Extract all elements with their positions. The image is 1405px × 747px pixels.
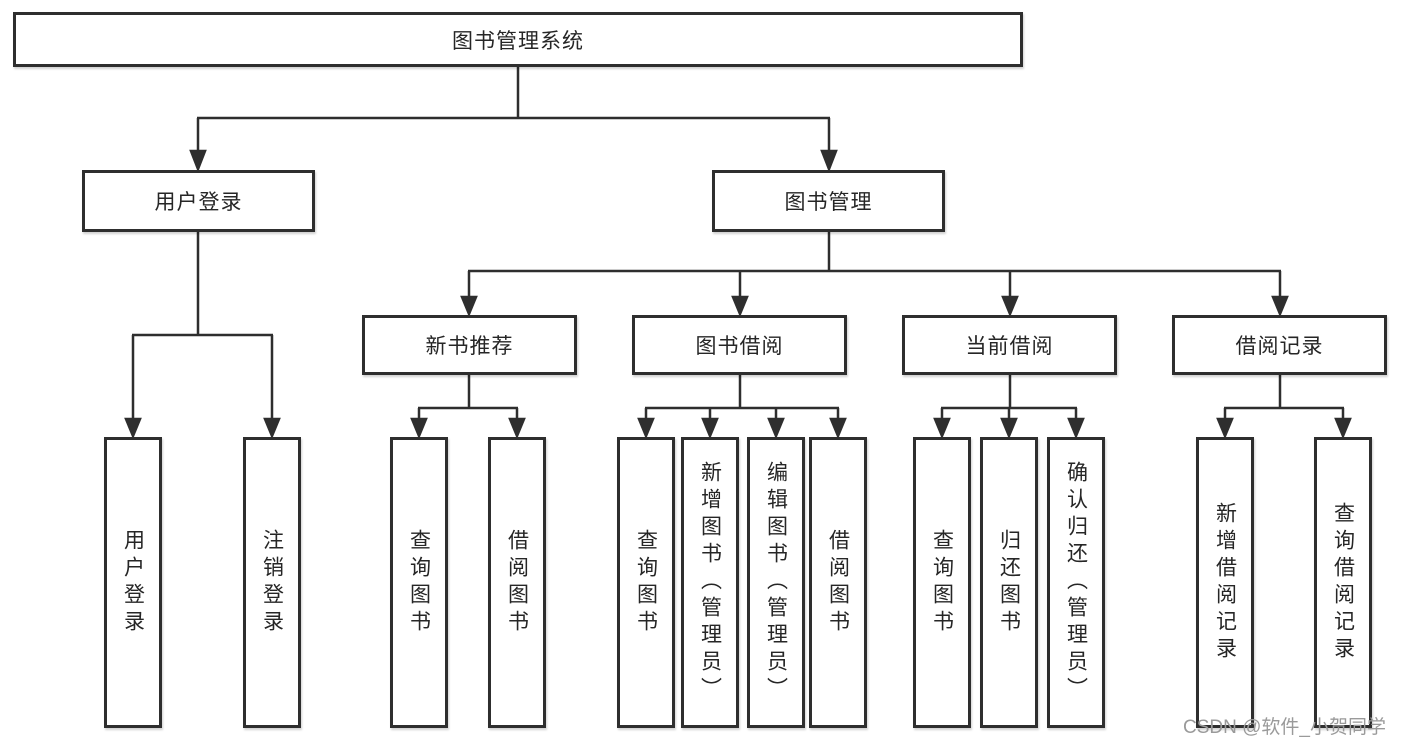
node-leaf-query-books-current-label: 查询图书 [930,528,954,637]
node-leaf-return-books-label: 归还图书 [997,528,1021,637]
node-leaf-borrow-books-label: 借阅图书 [826,528,850,637]
node-library-system: 图书管理系统 [13,12,1023,67]
node-leaf-query-books-current: 查询图书 [913,437,971,728]
node-leaf-query-books-borrowing-label: 查询图书 [634,528,658,637]
node-book-management: 图书管理 [712,170,945,232]
node-borrowing-records-label: 借阅记录 [1235,335,1324,358]
node-leaf-edit-books-admin-label: 编辑图书（管理员） [764,461,788,704]
node-leaf-query-books-borrowing: 查询图书 [617,437,675,728]
node-book-borrowing-label: 图书借阅 [695,335,784,358]
node-leaf-query-books-recommend-label: 查询图书 [407,528,431,637]
node-new-book-recommend-label: 新书推荐 [425,335,514,358]
node-user-login: 用户登录 [82,170,315,232]
node-leaf-add-borrow-record-label: 新增借阅记录 [1213,501,1237,664]
node-leaf-add-books-admin-label: 新增图书（管理员） [698,461,722,704]
node-leaf-query-borrow-record: 查询借阅记录 [1314,437,1372,728]
node-leaf-logout-label: 注销登录 [260,528,284,637]
node-leaf-borrow-books-recommend: 借阅图书 [488,437,546,728]
node-leaf-confirm-return-admin: 确认归还（管理员） [1047,437,1105,728]
node-current-borrowing: 当前借阅 [902,315,1117,375]
node-leaf-add-borrow-record: 新增借阅记录 [1196,437,1254,728]
node-library-system-label: 图书管理系统 [452,29,584,53]
node-leaf-logout: 注销登录 [243,437,301,728]
node-user-login-label: 用户登录 [154,191,243,214]
node-leaf-edit-books-admin: 编辑图书（管理员） [747,437,805,728]
node-leaf-borrow-books-recommend-label: 借阅图书 [505,528,529,637]
node-leaf-borrow-books: 借阅图书 [809,437,867,728]
node-leaf-query-borrow-record-label: 查询借阅记录 [1331,501,1355,664]
node-leaf-user-login-label: 用户登录 [121,528,145,637]
node-leaf-query-books-recommend: 查询图书 [390,437,448,728]
node-leaf-return-books: 归还图书 [980,437,1038,728]
watermark: CSDN @软件_小贺同学 [1183,717,1386,738]
node-current-borrowing-label: 当前借阅 [965,335,1054,358]
node-leaf-user-login: 用户登录 [104,437,162,728]
node-leaf-add-books-admin: 新增图书（管理员） [681,437,739,728]
node-book-management-label: 图书管理 [784,191,873,214]
node-book-borrowing: 图书借阅 [632,315,847,375]
node-leaf-confirm-return-admin-label: 确认归还（管理员） [1064,461,1088,704]
node-new-book-recommend: 新书推荐 [362,315,577,375]
node-borrowing-records: 借阅记录 [1172,315,1387,375]
